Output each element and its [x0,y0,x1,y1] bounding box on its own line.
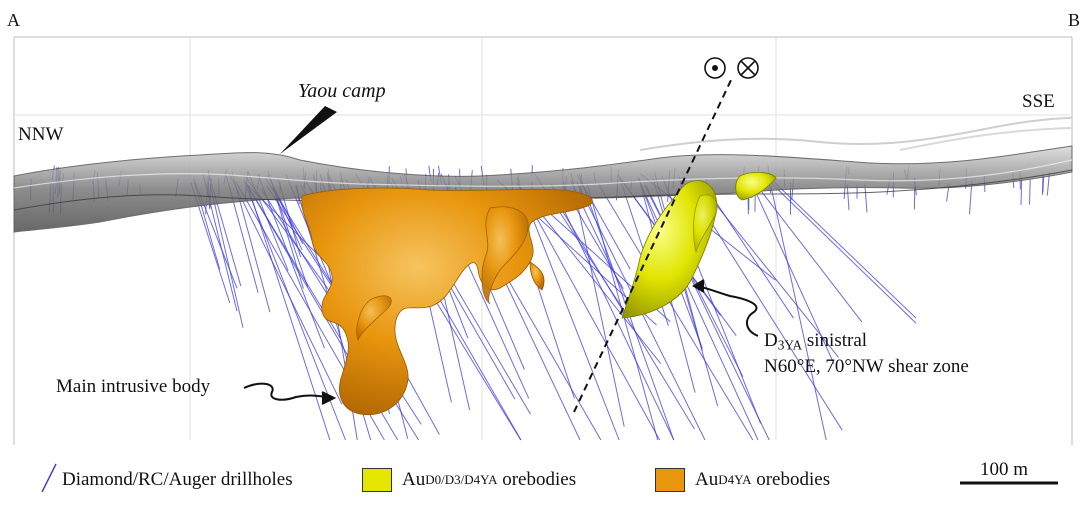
drillhole-trace [597,183,754,441]
yellow-orebody-upper [735,172,777,201]
shear-zone-subscript: 3YA [777,337,803,353]
drillhole-trace [846,183,850,211]
drillhole-trace [864,183,868,213]
drillhole-trace [271,184,304,289]
drillhole-trace [517,184,661,441]
intrusion-leader-arrow [243,382,337,405]
direction-right: SSE [1022,91,1055,112]
cross-circle-icon [737,57,759,79]
orange-protrusion [529,261,545,291]
legend-yellow-suffix: orebodies [497,469,577,490]
shear-zone-label: D3YA sinistral [764,330,867,354]
legend-drillholes: Diamond/RC/Auger drillholes [62,466,293,494]
drillhole-trace [770,185,827,441]
yaou-camp-label: Yaou camp [298,80,386,102]
drillhole-trace [761,174,917,324]
drillhole-trace [228,173,343,405]
scale-bar-label: 100 m [980,459,1029,480]
yellow-orebodies [621,172,777,319]
drillhole-trace [570,172,625,427]
drillhole-trace [257,174,325,349]
yaou-camp-pointer [280,106,337,154]
drillhole-trace [969,181,973,215]
legend-orange-suffix: orebodies [751,469,831,490]
section-end-right: B [1068,10,1081,30]
shear-zone-trace [573,77,733,413]
orange-finger [356,295,392,342]
drillhole-trace [550,183,675,441]
drillhole-trace [247,184,331,441]
legend-orange-prefix: Au [695,469,719,490]
shear-leader-arrow [692,279,759,337]
drillhole-trace [1029,179,1031,205]
orange-lobe-right [481,206,529,305]
drillhole-trace [766,174,917,319]
yellow-orebody-sliver [692,194,718,254]
legend-yellow-prefix: Au [402,469,426,490]
main-intrusive-body-label: Main intrusive body [56,376,211,397]
section-end-left: A [7,10,20,30]
legend-yellow-swatch [362,468,392,492]
legend-yellow-subscript: D0/D3/D4YA [425,472,498,487]
legend-orange-swatch [655,468,685,492]
drillhole-trace [1020,179,1023,206]
direction-left: NNW [18,124,64,145]
orange-orebodies [301,187,593,416]
shear-zone-prefix: D [764,330,778,351]
legend-drillhole-icon [41,463,57,493]
legend-orange-subscript: D4YA [718,472,752,487]
dot-circle-icon [704,57,726,79]
shear-zone-suffix: sinistral [802,330,868,351]
main-intrusive-body-shape [301,187,593,416]
shear-zone-orientation: N60°E, 70°NW shear zone [764,356,969,377]
drillhole-trace [746,172,835,365]
drillhole-trace [209,183,244,328]
legend-drillholes-label: Diamond/RC/Auger drillholes [62,469,293,490]
drillhole-trace [699,183,839,358]
